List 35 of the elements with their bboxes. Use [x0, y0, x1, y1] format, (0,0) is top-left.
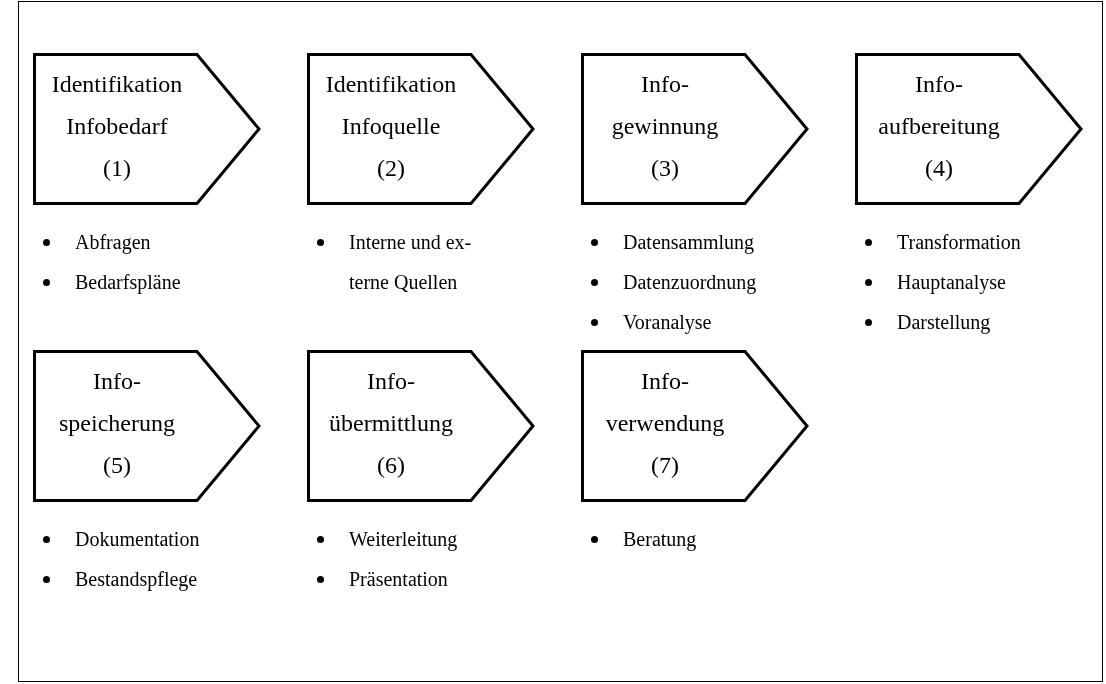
chevron-box	[581, 350, 809, 502]
bullet-item: Voranalyse	[623, 311, 712, 333]
step-number: (1)	[103, 154, 131, 183]
bullet-item: Datenzuordnung	[623, 271, 757, 293]
bullet-item: Dokumentation	[75, 528, 200, 550]
step-number: (4)	[925, 154, 953, 183]
chevron-box	[855, 53, 1083, 205]
bullet-item: Hauptanalyse	[897, 271, 1006, 293]
chevron-box	[581, 53, 809, 205]
step-number: (3)	[651, 154, 679, 183]
step-number: (7)	[651, 451, 679, 480]
step-title: Identifikation Infoquelle	[324, 70, 458, 141]
bullet-item: Datensammlung	[623, 231, 755, 253]
bullet-item: Weiterleitung	[349, 528, 458, 550]
chevron-box	[33, 350, 261, 502]
bullet-item: Abfragen	[75, 231, 151, 253]
step-title: Info- übermittlung	[328, 367, 454, 438]
bullet-item: Bestandspflege	[75, 568, 198, 590]
chevron-box	[307, 350, 535, 502]
step-title: Info- verwendung	[604, 367, 726, 438]
bullet-item: Beratung	[623, 528, 697, 550]
chevron-box	[33, 53, 261, 205]
bullet-item: Transformation	[897, 231, 1021, 253]
step-title: Info- gewinnung	[610, 70, 720, 141]
step-title: Info- speicherung	[58, 367, 176, 438]
bullet-item: Interne und ex- terne Quellen	[349, 231, 472, 293]
bullet-item: Bedarfspläne	[75, 271, 181, 293]
chevron-box	[307, 53, 535, 205]
step-number: (5)	[103, 451, 131, 480]
bullet-item: Darstellung	[897, 311, 991, 333]
step-number: (2)	[377, 154, 405, 183]
step-title: Identifikation Infobedarf	[50, 70, 184, 141]
bullet-item: Präsentation	[349, 568, 448, 590]
step-number: (6)	[377, 451, 405, 480]
step-title: Info- aufbereitung	[877, 70, 1001, 141]
